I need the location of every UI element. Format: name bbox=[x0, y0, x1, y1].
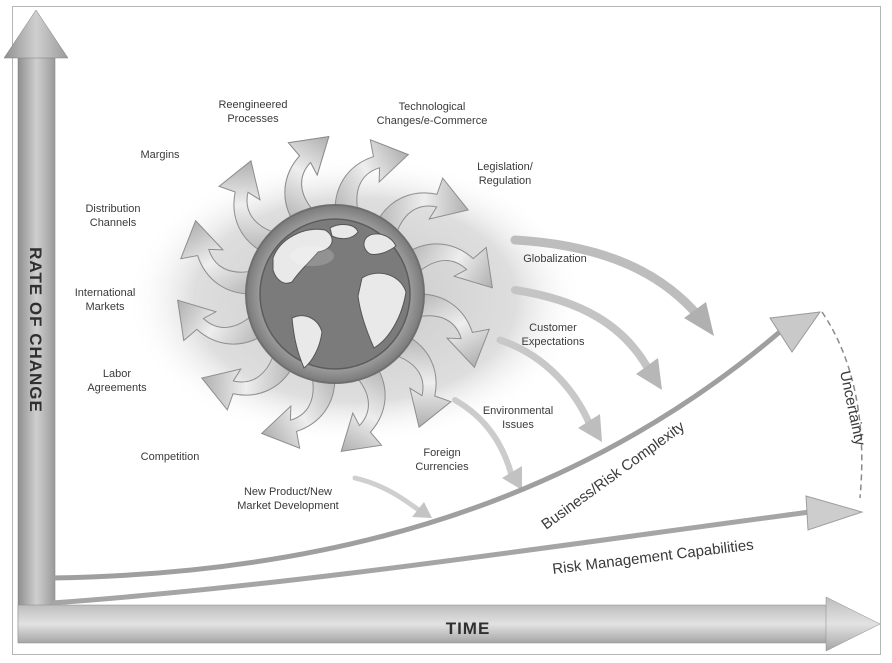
x-axis-arrowhead bbox=[825, 596, 881, 652]
swept-arrowhead-newproduct bbox=[412, 502, 432, 518]
driver-label-line: International bbox=[75, 287, 136, 299]
driver-label-line: Competition bbox=[141, 451, 200, 463]
driver-label-line: New Product/New bbox=[244, 486, 332, 498]
driver-arrow bbox=[340, 363, 386, 452]
y-axis-arrowhead bbox=[3, 9, 69, 59]
y-axis-label: RATE OF CHANGE bbox=[26, 247, 45, 413]
driver-arrow bbox=[284, 136, 330, 225]
swept-arrow-newproduct bbox=[352, 475, 423, 514]
driver-arrow-shape bbox=[260, 374, 336, 450]
business-risk-line bbox=[51, 328, 784, 581]
driver-arrow bbox=[375, 177, 470, 234]
driver-arrow-shape bbox=[395, 334, 452, 429]
driver-label-line: Globalization bbox=[523, 253, 587, 265]
swept-arrowhead-globalization bbox=[684, 302, 714, 336]
driver-label-line: Margins bbox=[140, 149, 180, 161]
driver-arrow bbox=[200, 354, 295, 411]
swept-arrowhead-foreign bbox=[502, 466, 522, 490]
driver-label-line: Markets bbox=[85, 301, 125, 313]
driver-label-line: Processes bbox=[227, 113, 279, 125]
driver-label-line: Agreements bbox=[87, 382, 147, 394]
driver-arrow-shape bbox=[218, 159, 275, 254]
driver-arrow bbox=[179, 219, 255, 295]
driver-arrow bbox=[395, 334, 452, 429]
globe-continent-south-america bbox=[291, 315, 323, 369]
driver-arrows bbox=[177, 136, 493, 452]
driver-arrow-shape bbox=[179, 219, 255, 295]
driver-label-line: Distribution bbox=[85, 203, 140, 215]
driver-label-line: Changes/e-Commerce bbox=[377, 115, 488, 127]
driver-label-line: Technological bbox=[399, 101, 466, 113]
driver-label-line: Currencies bbox=[415, 461, 469, 473]
driver-arrow bbox=[334, 138, 410, 214]
driver-label-line: Issues bbox=[502, 419, 534, 431]
driver-arrow bbox=[218, 159, 275, 254]
driver-arrow bbox=[404, 243, 493, 289]
x-axis-label: TIME bbox=[446, 619, 491, 638]
driver-arrow-shape bbox=[340, 363, 386, 452]
driver-label-line: Customer bbox=[529, 322, 577, 334]
globe-continent-africa bbox=[357, 272, 407, 349]
driver-label-globalization: Globalization bbox=[523, 253, 587, 265]
swept-arrow-globalization bbox=[510, 235, 705, 323]
globe-continent-europe bbox=[363, 233, 397, 255]
driver-label-line: Foreign bbox=[423, 447, 460, 459]
swept-arrows bbox=[352, 235, 714, 518]
driver-label-line: Labor bbox=[103, 368, 131, 380]
driver-arrow-shape bbox=[177, 299, 266, 345]
driver-label-line: Expectations bbox=[522, 336, 585, 348]
risk-management-line bbox=[51, 509, 811, 606]
driver-arrow bbox=[177, 299, 266, 345]
driver-arrow-shape bbox=[404, 243, 493, 289]
driver-arrow bbox=[260, 374, 336, 450]
globe-continent-greenland bbox=[329, 224, 359, 240]
driver-arrow-shape bbox=[334, 138, 410, 214]
driver-arrow-shape bbox=[284, 136, 330, 225]
business-risk-arrowhead bbox=[769, 311, 822, 353]
y-axis-shaft bbox=[17, 51, 56, 643]
driver-label-line: Legislation/ bbox=[477, 161, 534, 173]
driver-arrow bbox=[415, 293, 491, 369]
driver-arrow-shape bbox=[200, 354, 295, 411]
driver-label-competition: Competition bbox=[141, 451, 200, 463]
swept-arrow-foreign bbox=[452, 397, 515, 480]
driver-label-line: Environmental bbox=[483, 405, 553, 417]
driver-label-line: Regulation bbox=[479, 175, 532, 187]
driver-label-margins: Margins bbox=[140, 149, 180, 161]
driver-arrow-shape bbox=[375, 177, 470, 234]
driver-label-line: Market Development bbox=[237, 500, 339, 512]
globe bbox=[245, 204, 425, 384]
x-axis: TIME bbox=[17, 596, 881, 652]
globe-continent-north-america bbox=[272, 228, 333, 284]
driver-label-line: Channels bbox=[90, 217, 137, 229]
uncertainty-dashed-arc bbox=[821, 311, 863, 499]
globe-shine bbox=[290, 246, 334, 266]
x-axis-shaft bbox=[17, 604, 834, 644]
swept-arrowhead-customer bbox=[636, 358, 662, 390]
y-axis: RATE OF CHANGE bbox=[3, 9, 69, 643]
driver-label-line: Reengineered bbox=[218, 99, 287, 111]
swept-arrow-environmental bbox=[496, 336, 594, 429]
risk-management-arrowhead bbox=[805, 495, 864, 531]
swept-arrowhead-environmental bbox=[578, 414, 602, 442]
driver-label-legislation: Legislation/Regulation bbox=[477, 161, 534, 187]
driver-arrow-shape bbox=[415, 293, 491, 369]
swept-arrow-customer bbox=[511, 286, 654, 376]
